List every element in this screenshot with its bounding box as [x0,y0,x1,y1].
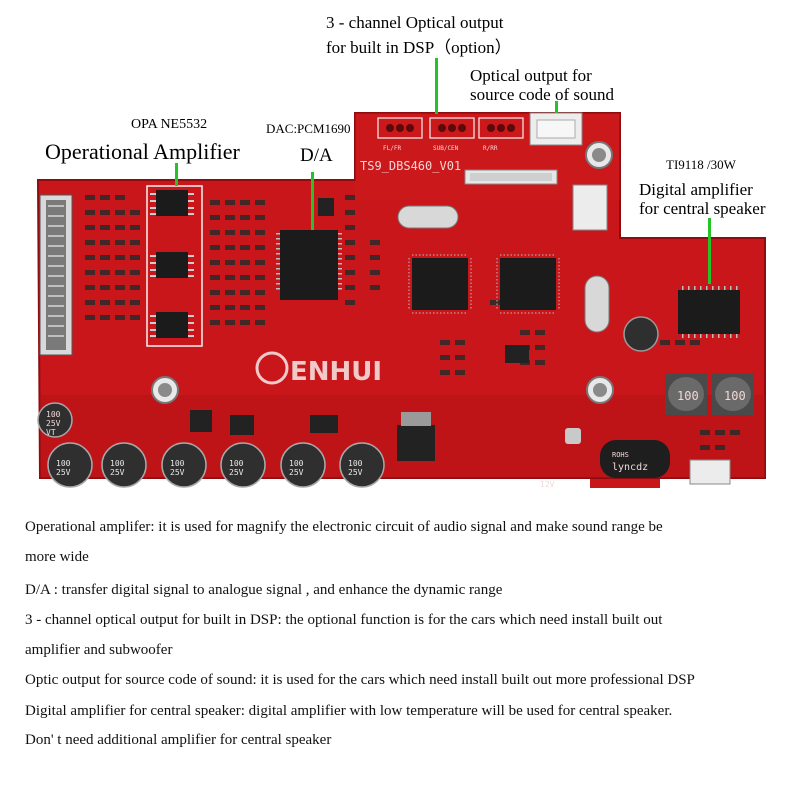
svg-text:25V: 25V [289,468,304,477]
svg-text:100: 100 [229,459,244,468]
optical-output-label-line1: Optical output for [470,66,592,85]
svg-text:25V: 25V [56,468,71,477]
svg-text:100: 100 [348,459,363,468]
optical-headers-3ch [377,117,524,139]
description-operational-amplifier-cont: more wide [25,549,89,565]
digital-amp-label-line2: for central speaker [639,199,766,218]
capacitor-right [623,316,659,352]
voltage-regulator [397,425,435,461]
description-three-channel: 3 - channel optical output for built in … [25,612,663,628]
svg-text:100: 100 [110,459,125,468]
description-digital-amplifier: Digital amplifier for central speaker: d… [25,703,673,719]
inductors [665,373,754,415]
digital-amp-label-line1: Digital amplifier [639,180,753,199]
dsp-chip-2 [500,258,556,310]
opa-model-label: OPA NE5532 [131,117,208,132]
capacitor-large [600,440,670,478]
da-label: D/A [300,145,333,166]
choke-marking-2: 100 [724,389,746,403]
opamp-chips [150,190,194,338]
description-operational-amplifier: Operational amplifer: it is used for mag… [25,519,663,535]
svg-text:100: 100 [170,459,185,468]
logo-mark [255,351,289,385]
optical-output-label-line2: source code of sound [470,85,614,104]
ti-amplifier-chip [678,290,740,334]
opamp-callout-line [175,163,178,186]
dac-chip [280,230,338,300]
dsp-chip-1 [412,258,468,310]
pcb-board-image: FL/FR SUB/CEN R/RR TS9_DBS460_V01 ENHUI … [36,58,766,489]
description-optic-output: Optic output for source code of sound: i… [25,672,695,688]
source-optical-callout-line [555,101,558,113]
electrolytic-capacitors [37,402,385,488]
rohs-marking: ROHS [612,451,629,459]
description-da: D/A : transfer digital signal to analogu… [25,582,503,598]
ti-model-label: TI9118 /30W [666,157,736,172]
svg-text:25V: 25V [110,468,125,477]
svg-text:100: 100 [289,459,304,468]
description-digital-amplifier-cont: Don' t need additional amplifier for cen… [25,732,332,748]
svg-text:25V: 25V [170,468,185,477]
operational-amplifier-label: Operational Amplifier [45,139,240,164]
connector-label-r-rr: R/RR [483,145,498,152]
board-model-marking: TS9_DBS460_V01 [360,159,461,173]
svg-text:25V: 25V [229,468,244,477]
three-channel-label-line1: 3 - channel Optical output [326,13,504,32]
opamp-highlight-box [146,185,203,347]
connector-label-fl-fr: FL/FR [383,145,401,152]
three-channel-label-line2: for built in DSP（option） [326,38,512,57]
board-logo-text: ENHUI [290,357,382,387]
description-three-channel-cont: amplifier and subwoofer [25,642,173,658]
dac-callout-line [311,172,314,230]
ti-callout-line [708,218,711,284]
crystal-oscillator [397,205,459,229]
three-channel-callout-line [435,58,438,114]
svg-text:25V: 25V [348,468,363,477]
choke-marking-1: 100 [677,389,699,403]
crystal-oscillator-2 [584,275,610,333]
cap-brand-marking: lyncdz [612,462,648,473]
svg-text:100: 100 [56,459,71,468]
dac-model-label: DAC:PCM1690 [266,121,351,136]
connector-label-sub-cen: SUB/CEN [433,145,459,152]
voltage-label: 12V [540,480,555,489]
